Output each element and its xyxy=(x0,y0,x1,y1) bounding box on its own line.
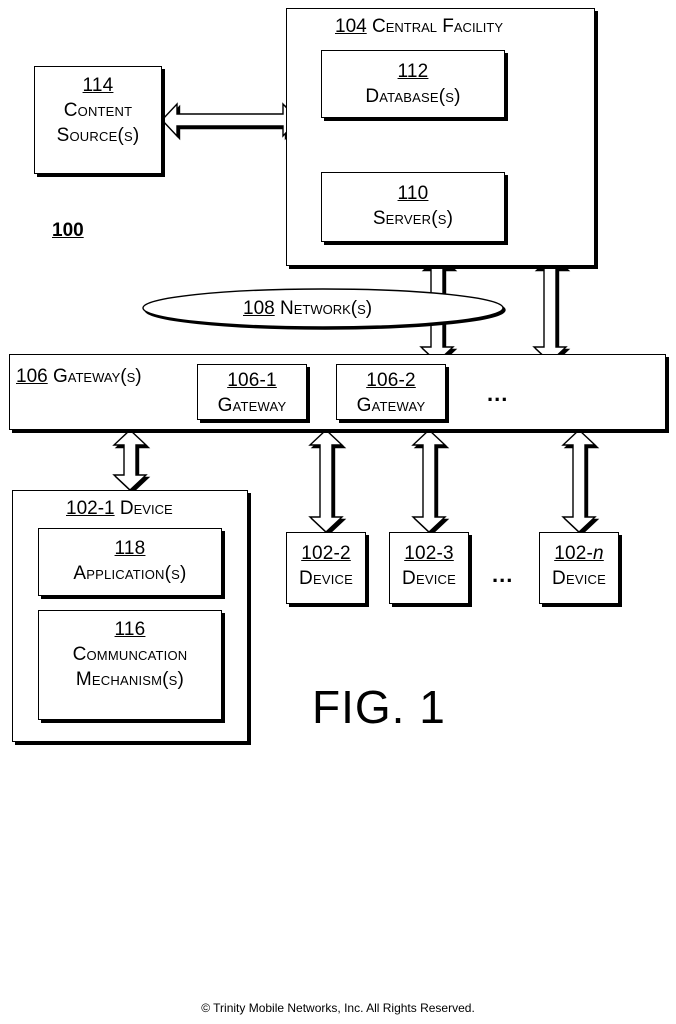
gateway-106-1-box: 106-1 Gateway xyxy=(197,364,307,420)
device-102-1-title: 102-1 Device xyxy=(66,497,173,521)
server-label: Server(s) xyxy=(322,206,504,231)
device-102-2-number: 102-2 xyxy=(287,541,365,566)
gateway-106-2-box: 106-2 Gateway xyxy=(336,364,446,420)
central-facility-text: Central Facility xyxy=(372,16,503,37)
gateway-106-2-label: Gateway xyxy=(337,393,445,418)
device-102-n-number: 102-n xyxy=(540,541,618,566)
arrow-gateways-to-device-102-1 xyxy=(114,430,146,490)
gateways-text: Gateway(s) xyxy=(53,366,142,387)
application-box: 118 Application(s) xyxy=(38,528,222,596)
gateways-number: 106 xyxy=(16,366,48,387)
copyright-notice: © Trinity Mobile Networks, Inc. All Righ… xyxy=(0,1001,676,1015)
arrow-content-source-to-central-facility xyxy=(162,104,298,136)
device-102-1-number: 102-1 xyxy=(66,498,115,519)
database-number: 112 xyxy=(322,59,504,84)
content-source-line1: Content xyxy=(35,98,161,123)
device-102-n-box: 102-n Device xyxy=(539,532,619,604)
figure-reference-number: 100 xyxy=(52,220,84,242)
server-box: 110 Server(s) xyxy=(321,172,505,242)
arrow-central-facility-to-gateways xyxy=(534,253,566,362)
device-102-1-text: Device xyxy=(120,498,173,519)
figure-caption: FIG. 1 xyxy=(312,680,446,734)
application-label: Application(s) xyxy=(39,561,221,586)
device-102-3-number: 102-3 xyxy=(390,541,468,566)
communication-mechanism-box: 116 Communcation Mechanism(s) xyxy=(38,610,222,720)
database-label: Database(s) xyxy=(322,84,504,109)
device-102-2-box: 102-2 Device xyxy=(286,532,366,604)
communication-mechanism-number: 116 xyxy=(39,617,221,642)
database-box: 112 Database(s) xyxy=(321,50,505,118)
device-102-3-label: Device xyxy=(390,566,468,591)
network-text: Network(s) xyxy=(280,298,372,319)
gateway-106-1-label: Gateway xyxy=(198,393,306,418)
device-102-n-number-suffix: n xyxy=(593,543,604,564)
communication-mechanism-line2: Mechanism(s) xyxy=(39,667,221,692)
devices-ellipsis: ... xyxy=(492,562,513,588)
device-102-3-box: 102-3 Device xyxy=(389,532,469,604)
content-source-box: 114 Content Source(s) xyxy=(34,66,162,174)
content-source-line2: Source(s) xyxy=(35,123,161,148)
network-number: 108 xyxy=(243,298,275,319)
communication-mechanism-line1: Communcation xyxy=(39,642,221,667)
gateways-ellipsis: ... xyxy=(487,381,508,407)
application-number: 118 xyxy=(39,536,221,561)
content-source-number: 114 xyxy=(35,73,161,98)
device-102-n-label: Device xyxy=(540,566,618,591)
arrow-gateways-to-device-102-3 xyxy=(413,430,445,532)
arrow-gateways-to-device-102-n xyxy=(563,430,595,532)
server-number: 110 xyxy=(322,181,504,206)
central-facility-title: 104 Central Facility xyxy=(335,15,503,39)
device-102-n-number-prefix: 102- xyxy=(554,543,593,564)
network-label: 108 Network(s) xyxy=(243,297,372,321)
arrow-gateways-to-device-102-2 xyxy=(310,430,342,532)
gateways-title: 106 Gateway(s) xyxy=(16,365,142,389)
central-facility-number: 104 xyxy=(335,16,367,37)
gateway-106-1-number: 106-1 xyxy=(198,368,306,393)
gateway-106-2-number: 106-2 xyxy=(337,368,445,393)
device-102-2-label: Device xyxy=(287,566,365,591)
